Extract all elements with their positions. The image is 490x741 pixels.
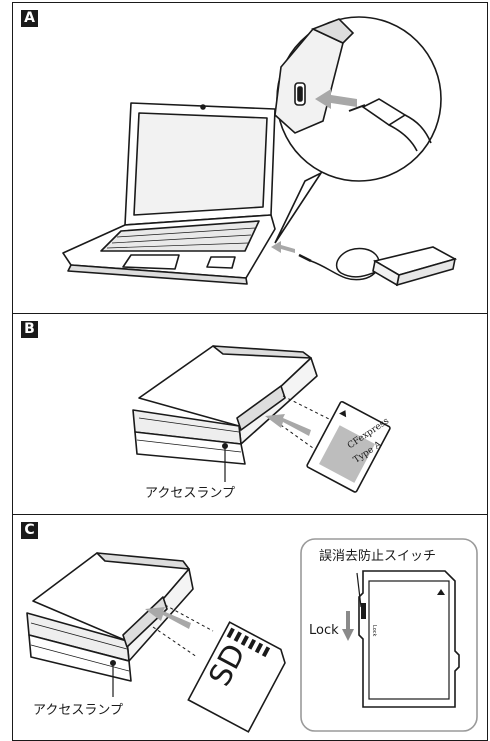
panel-badge-a: A bbox=[21, 10, 38, 27]
usb-port-closeup bbox=[274, 18, 432, 152]
usb-cable bbox=[298, 247, 390, 281]
panel-badge-c: C bbox=[21, 522, 38, 539]
lock-arrow-icon bbox=[342, 611, 354, 641]
switch-leader-line bbox=[356, 572, 362, 608]
write-protect-switch-label: 誤消去防止スイッチ bbox=[319, 549, 437, 564]
laptop-connection-illustration bbox=[62, 16, 458, 287]
access-lamp-icon bbox=[110, 660, 117, 667]
sd-insert-illustration: SD Lock bbox=[26, 538, 478, 733]
panel-c: C SD bbox=[12, 515, 488, 741]
portable-ssd bbox=[372, 246, 458, 287]
triangle-mark-icon bbox=[437, 589, 445, 595]
panel-badge-b: B bbox=[21, 321, 38, 338]
insert-arrow-icon bbox=[145, 607, 191, 629]
lock-label: Lock bbox=[309, 623, 339, 638]
sd-card-back: Lock bbox=[358, 570, 460, 708]
panel-b: B CFexpress Type A アクセスラン bbox=[12, 314, 488, 515]
guide-lines bbox=[152, 604, 214, 658]
cfexpress-insert-illustration: CFexpress Type A bbox=[132, 345, 391, 493]
panel-a: A bbox=[12, 2, 488, 314]
insert-arrow-icon bbox=[265, 414, 311, 436]
access-lamp-label: アクセスランプ bbox=[145, 486, 235, 501]
laptop bbox=[62, 102, 276, 285]
access-lamp-icon bbox=[222, 443, 229, 450]
cfexpress-card: CFexpress Type A bbox=[306, 400, 391, 493]
access-lamp-label: アクセスランプ bbox=[33, 703, 123, 718]
sd-card: SD bbox=[187, 621, 286, 733]
sd-lock-mark: Lock bbox=[371, 625, 377, 637]
insert-arrow-icon bbox=[315, 89, 357, 109]
drive-body bbox=[132, 345, 318, 465]
lock-switch bbox=[361, 603, 366, 619]
insert-arrow-small-icon bbox=[271, 241, 295, 253]
